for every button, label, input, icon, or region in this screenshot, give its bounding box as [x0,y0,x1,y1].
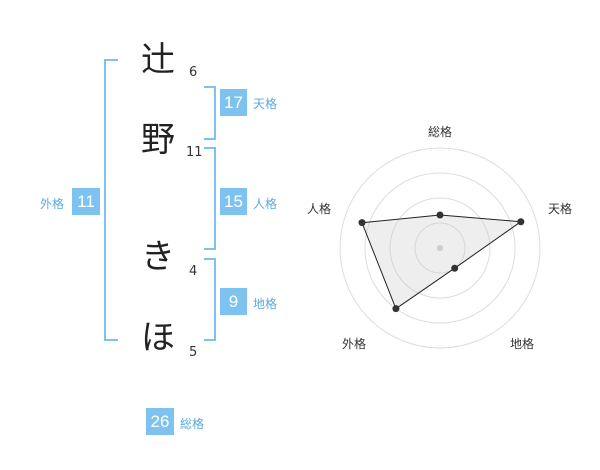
name-char-2: 野 [141,120,175,160]
name-char-3: き [141,237,175,277]
chikaku-bracket [204,258,216,341]
gaikaku-bracket [104,59,118,341]
radar-label-tenkaku: 天格 [548,202,573,216]
gaikaku-value: 11 [72,188,100,215]
stroke-count-3: 4 [189,264,198,279]
chikaku-label: 地格 [253,297,278,311]
radar-point [358,219,366,227]
soukaku-value: 26 [146,408,174,435]
radar-rings [339,147,541,349]
radar-ring [414,222,466,274]
radar-ring [364,172,516,324]
stroke-count-2: 11 [186,145,203,160]
radar-label-gaikaku: 外格 [342,337,367,351]
tenkaku-value: 17 [220,89,247,116]
soukaku-label: 総格 [180,417,205,431]
radar-points [358,211,525,313]
radar-ring [339,147,541,349]
radar-label-jinkaku: 人格 [307,202,332,216]
radar-label-chikaku: 地格 [510,337,535,351]
jinkaku-bracket [204,147,216,250]
tenkaku-label: 天格 [253,97,278,111]
radar-point [451,264,459,272]
gaikaku-label: 外格 [40,197,65,211]
stroke-count-1: 6 [189,65,198,80]
jinkaku-label: 人格 [253,197,278,211]
radar-ring [389,197,491,299]
radar-point [392,305,400,313]
name-char-1: 辻 [141,40,175,80]
chikaku-value: 9 [220,288,247,315]
tenkaku-bracket [204,86,216,140]
stroke-count-4: 5 [189,345,198,360]
radar-center [437,245,443,251]
radar-point [436,211,444,219]
radar-point [517,218,525,226]
radar-label-soukaku: 総格 [428,125,453,139]
name-char-4: ほ [141,318,175,358]
radar-polygon [361,214,523,310]
jinkaku-value: 15 [220,188,247,215]
